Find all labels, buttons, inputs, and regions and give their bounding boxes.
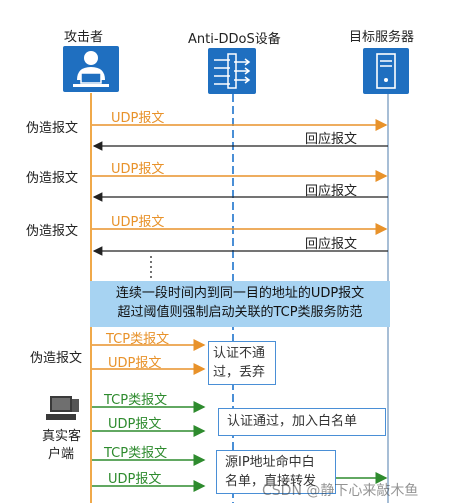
firewall-icon: [208, 48, 256, 94]
attacker-icon: [63, 46, 119, 92]
exchange-1-response: 回应报文: [305, 132, 358, 147]
exchange-3-request: UDP报文: [111, 215, 165, 230]
threshold-note-line2: 超过阈值则强制启动关联的TCP类服务防范: [117, 305, 363, 320]
auth-failed-line1: 认证不通: [213, 346, 266, 361]
attacker-header: 攻击者: [64, 30, 104, 45]
forged-msg-udp: UDP报文: [108, 356, 162, 371]
threshold-note-line1: 连续一段时间内到同一目的地址的UDP报文: [115, 286, 365, 301]
whitelist-hit-line2: 名单，直接转发: [225, 474, 317, 489]
exchange-1-label: 伪造报文: [26, 121, 79, 136]
auth-passed-text: 认证通过，加入白名单: [227, 414, 358, 429]
computer-icon: [42, 395, 82, 423]
forged-msg-tcp: TCP类报文: [106, 332, 170, 347]
exchange-2-label: 伪造报文: [26, 171, 79, 186]
threshold-note: 连续一段时间内到同一目的地址的UDP报文 超过阈值则强制启动关联的TCP类服务防…: [90, 281, 390, 327]
real-msg-tcp-1: TCP类报文: [104, 393, 168, 408]
real-client-label-2: 户端: [48, 447, 75, 462]
exchange-3-response: 回应报文: [305, 237, 358, 252]
exchange-1-request: UDP报文: [111, 111, 165, 126]
real-msg-tcp-2: TCP类报文: [104, 446, 168, 461]
auth-passed-box: 认证通过，加入白名单: [218, 408, 386, 436]
whitelist-hit-box: 源IP地址命中白 名单，直接转发: [216, 450, 336, 494]
real-client-label-1: 真实客: [42, 429, 82, 444]
auth-failed-line2: 过，丢弃: [213, 365, 266, 380]
device-header: Anti-DDoS设备: [188, 32, 281, 47]
auth-failed-box: 认证不通 过，丢弃: [208, 341, 276, 385]
exchange-2-request: UDP报文: [111, 162, 165, 177]
watermark: CSDN @静下心来敲木鱼: [262, 483, 419, 499]
server-header: 目标服务器: [349, 30, 415, 45]
exchange-2-response: 回应报文: [305, 184, 358, 199]
real-msg-udp-1: UDP报文: [108, 417, 162, 432]
exchange-3-label: 伪造报文: [26, 224, 79, 239]
forged-phase-label: 伪造报文: [30, 351, 83, 366]
server-icon: [363, 48, 409, 94]
real-msg-udp-2: UDP报文: [108, 472, 162, 487]
whitelist-hit-line1: 源IP地址命中白: [225, 455, 315, 470]
